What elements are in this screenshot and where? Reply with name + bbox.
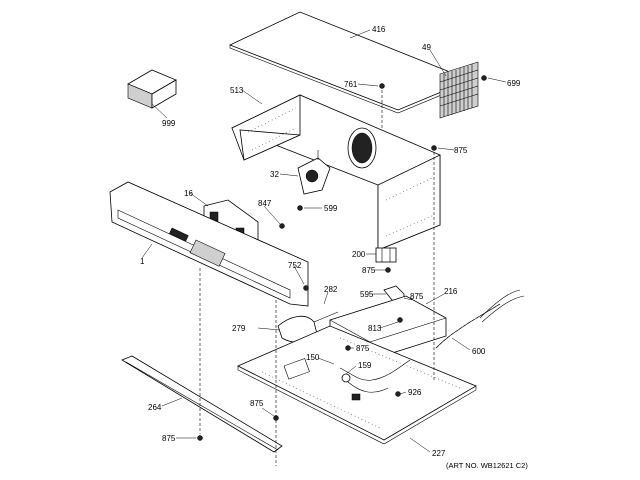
rear-housing — [231, 94, 441, 251]
alignment-lines — [199, 90, 435, 466]
wiring-conduit — [435, 289, 525, 349]
label-875-c: 875 — [410, 292, 424, 301]
small-box-part — [127, 69, 177, 109]
part-number-labels: 416 49 699 761 999 513 875 32 16 847 599… — [140, 25, 528, 470]
label-159: 159 — [358, 361, 372, 370]
label-416: 416 — [372, 25, 386, 34]
label-875-f: 875 — [162, 434, 176, 443]
label-875-d: 875 — [356, 344, 370, 353]
label-699: 699 — [507, 79, 521, 88]
label-282: 282 — [324, 285, 338, 294]
label-599: 599 — [324, 204, 338, 213]
label-227: 227 — [432, 449, 446, 458]
label-16: 16 — [184, 189, 193, 198]
wire-harness — [339, 359, 411, 401]
label-513: 513 — [230, 86, 244, 95]
terminal-block — [375, 247, 397, 263]
label-200: 200 — [352, 250, 366, 259]
base-plate — [237, 325, 477, 445]
label-847: 847 — [258, 199, 272, 208]
label-49: 49 — [422, 43, 431, 52]
label-813: 813 — [368, 324, 382, 333]
label-279: 279 — [232, 324, 246, 333]
label-999: 999 — [162, 119, 176, 128]
label-875-e: 875 — [250, 399, 264, 408]
leader-lines — [141, 29, 507, 453]
label-752: 752 — [288, 261, 302, 270]
label-264: 264 — [148, 403, 162, 412]
front-rail — [121, 355, 283, 453]
label-875-b: 875 — [362, 266, 376, 275]
screw-icons — [197, 75, 487, 441]
control-panel — [109, 181, 309, 307]
label-875-a: 875 — [454, 146, 468, 155]
label-150: 150 — [306, 353, 320, 362]
label-600: 600 — [472, 347, 486, 356]
fan-motor — [297, 150, 331, 195]
top-cover-panel — [228, 11, 472, 114]
label-761: 761 — [344, 80, 358, 89]
label-216: 216 — [444, 287, 458, 296]
label-595: 595 — [360, 290, 374, 299]
label-32: 32 — [270, 170, 279, 179]
vent-grille — [439, 61, 479, 119]
label-926: 926 — [408, 388, 422, 397]
art-number: (ART NO. WB12621 C2) — [446, 461, 528, 470]
label-1: 1 — [140, 257, 145, 266]
